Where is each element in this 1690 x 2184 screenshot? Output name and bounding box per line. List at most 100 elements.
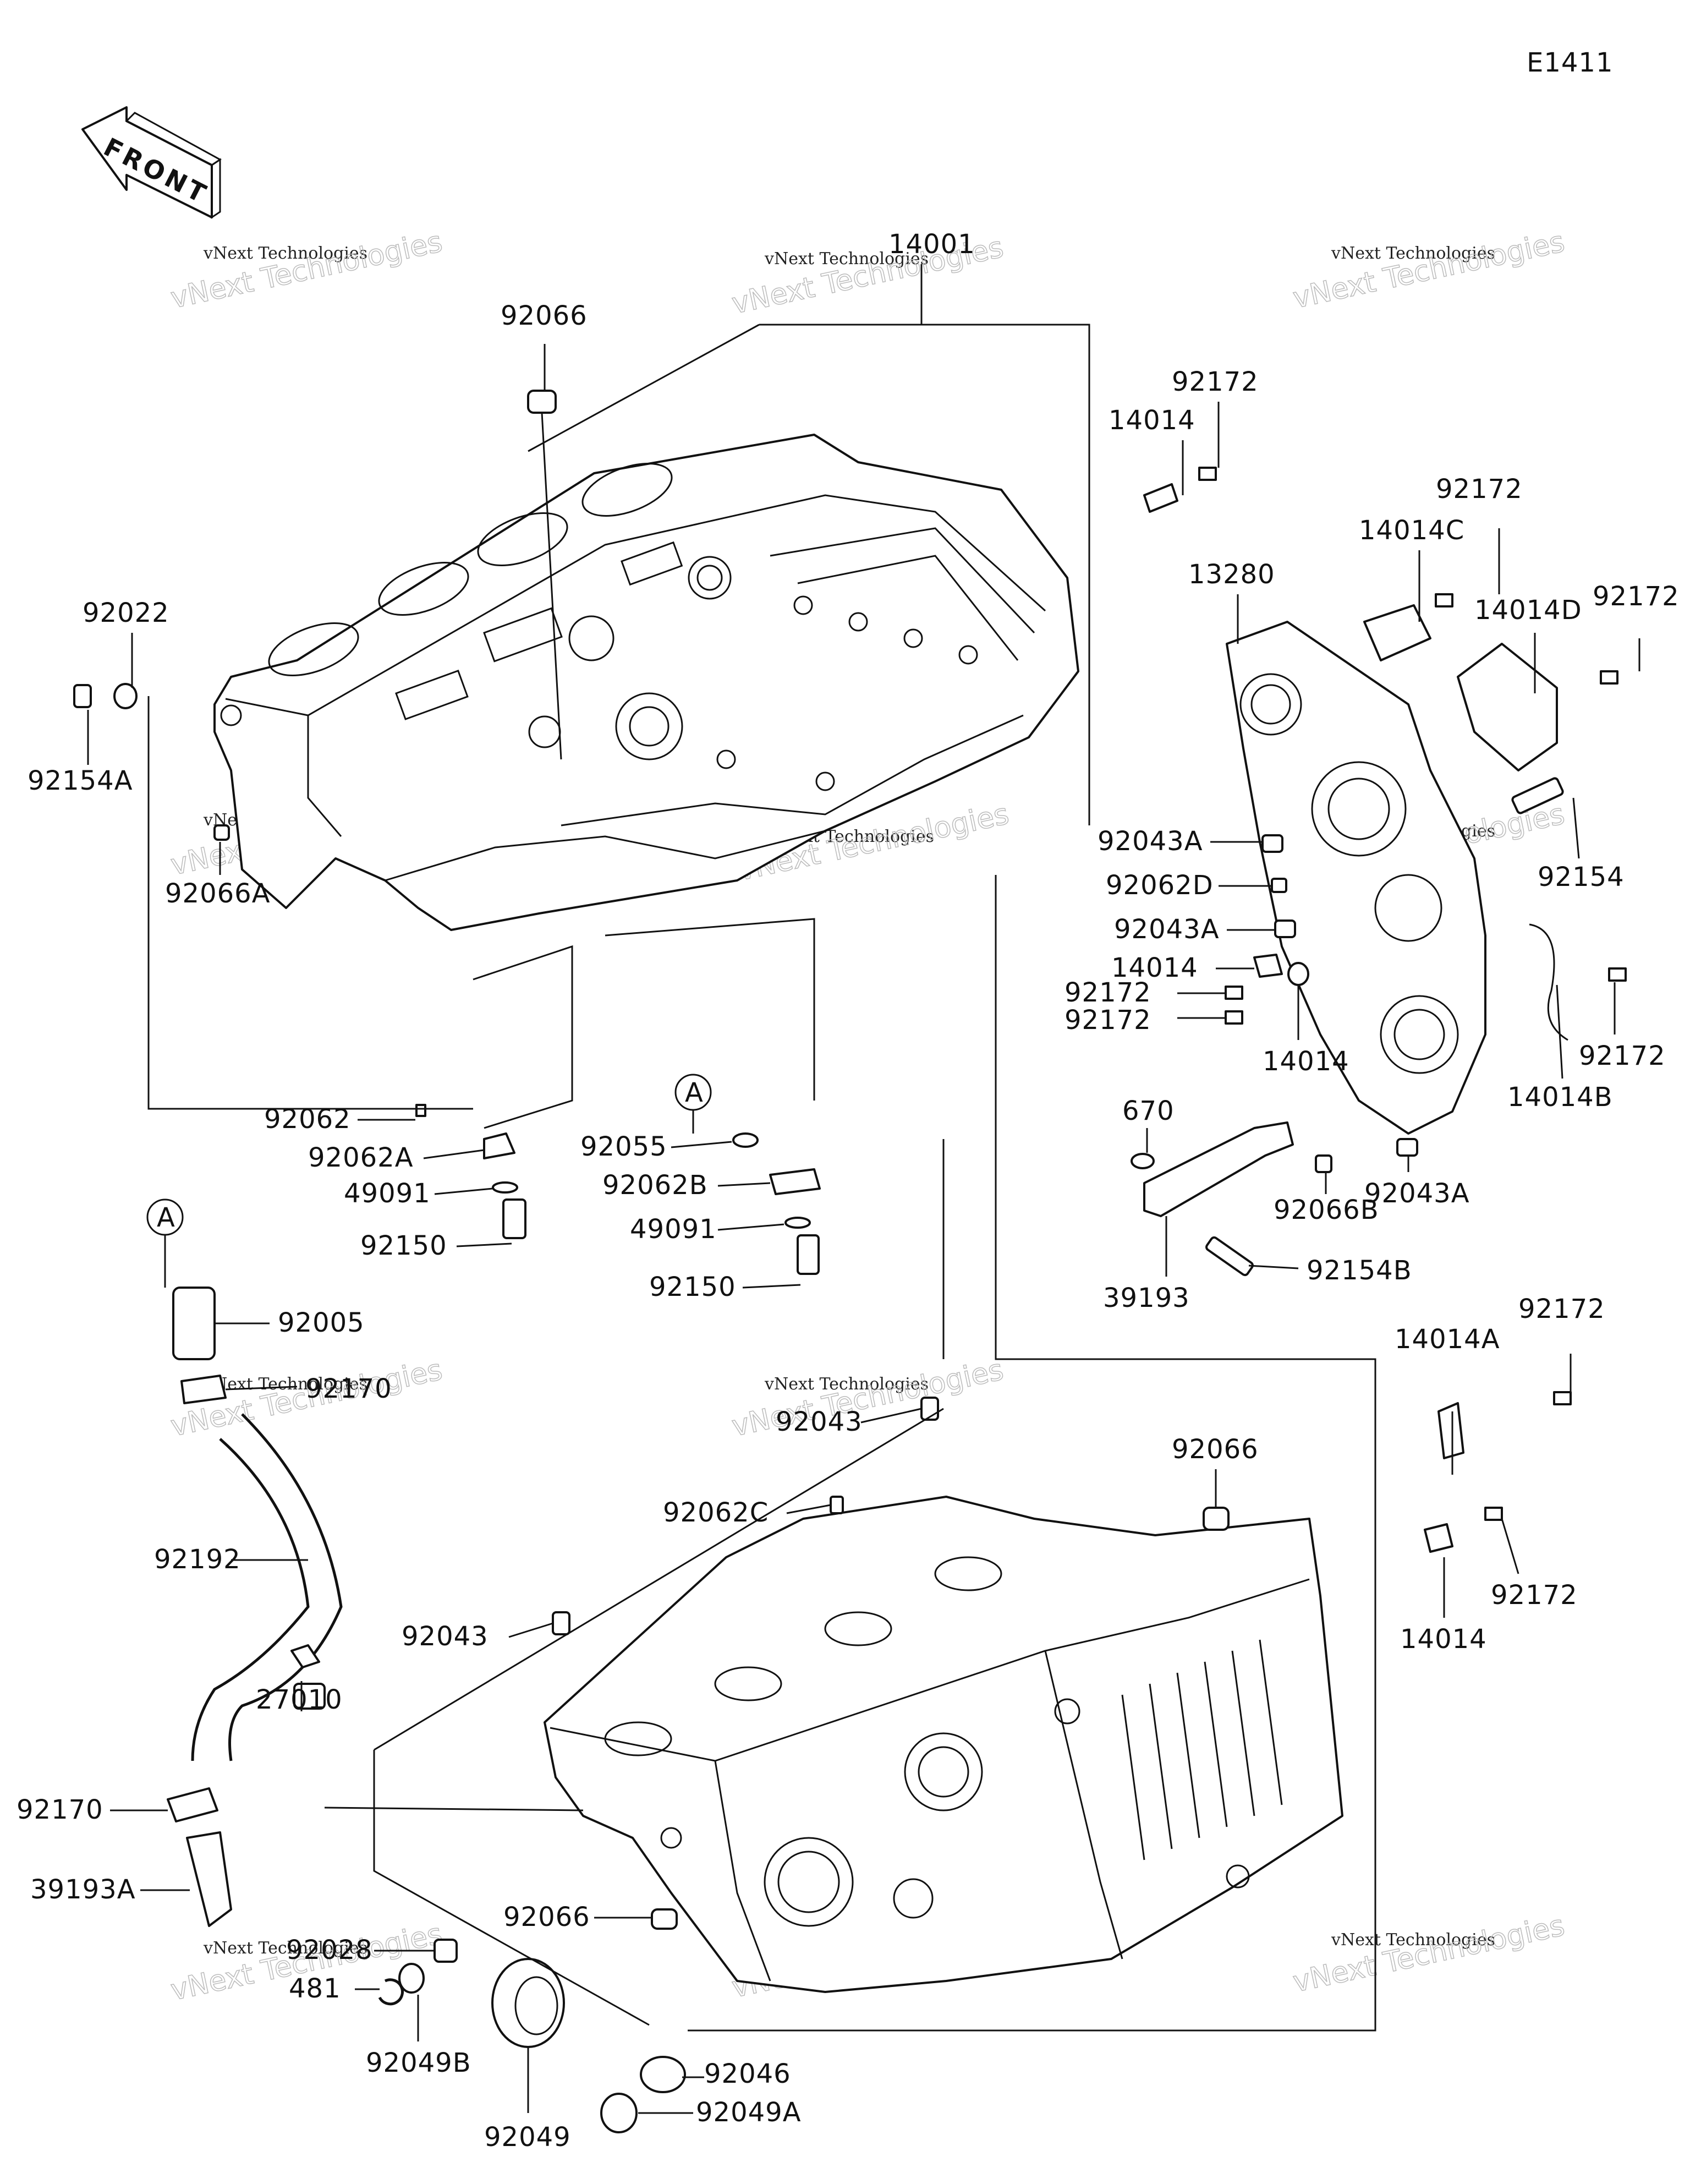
circlip-481 — [378, 1978, 404, 2006]
label-481: 481 — [289, 1973, 341, 2004]
seal-92049 — [491, 1958, 565, 2048]
label-92028: 92028 — [286, 1935, 373, 1966]
hose-92192 — [191, 1438, 310, 1761]
label-92062b: 92062B — [602, 1170, 708, 1201]
plate-14014-low — [1424, 1523, 1453, 1553]
screw-92172-low2 — [1484, 1507, 1503, 1521]
clamp-92170-b — [167, 1787, 218, 1822]
label-92049: 92049 — [484, 2122, 571, 2153]
label-92062d: 92062D — [1106, 870, 1214, 901]
bearing-92049B — [398, 1963, 425, 1994]
oil-pipe-group — [1131, 1121, 1332, 1277]
seal-92049A — [600, 2093, 638, 2133]
label-92172: 92172 — [1593, 581, 1680, 612]
plate-14014A — [1437, 1402, 1464, 1459]
jet-92062A — [483, 1132, 515, 1159]
ref-marker-a-hose-label: A — [157, 1202, 175, 1233]
label-92172: 92172 — [1065, 1005, 1151, 1036]
front-arrow-icon: FRONT — [81, 106, 222, 219]
oring-92055 — [732, 1132, 759, 1148]
label-92172: 92172 — [1065, 977, 1151, 1008]
ref-marker-group: A A — [146, 1074, 712, 1288]
bearing-92046 — [640, 2056, 686, 2093]
lower-small-parts — [290, 1391, 1572, 2133]
screw-92172-r — [1608, 967, 1627, 982]
lower-crankcase-drawing — [544, 1496, 1343, 1993]
screw-92172-m2 — [1225, 1010, 1243, 1025]
label-14014: 14014 — [1400, 1624, 1487, 1655]
label-92055: 92055 — [580, 1131, 667, 1162]
screw-92172-m1 — [1225, 986, 1243, 1000]
plug-92066B — [1315, 1154, 1332, 1173]
hose-group — [167, 1287, 343, 1927]
bolt-92154 — [1511, 777, 1564, 814]
bolt-92150-a — [502, 1198, 526, 1239]
label-92172: 92172 — [1518, 1294, 1605, 1324]
fitting-39193A — [186, 1831, 232, 1927]
label-92066: 92066 — [1172, 1434, 1259, 1465]
plug-92066-bot — [651, 1908, 678, 1930]
label-14014b: 14014B — [1507, 1082, 1613, 1113]
jet-92062B — [769, 1168, 821, 1195]
label-92043a: 92043A — [1098, 826, 1203, 857]
label-92062: 92062 — [264, 1104, 351, 1135]
watermark-text: vNext Technologies — [1290, 1909, 1567, 1999]
label-39193a: 39193A — [30, 1874, 136, 1905]
oring-670 — [1131, 1153, 1155, 1169]
pipe-92005 — [172, 1287, 216, 1360]
diagram-code: E1411 — [1527, 47, 1613, 78]
label-92046: 92046 — [704, 2059, 791, 2089]
label-92043a: 92043A — [1114, 914, 1220, 945]
plug-92062 — [415, 1104, 426, 1117]
label-27010: 27010 — [256, 1684, 343, 1715]
gasket-14014C — [1363, 604, 1431, 661]
label-92062c: 92062C — [663, 1497, 769, 1528]
watermark-text: vNext Technologies — [203, 244, 367, 263]
watermark-text: vNext Technologies — [1331, 244, 1495, 263]
pipe-39193 — [1143, 1121, 1294, 1217]
label-92066: 92066 — [501, 300, 588, 331]
sensor-27010 — [290, 1644, 320, 1668]
label-92022: 92022 — [83, 598, 169, 628]
dowel-92043A-1 — [1261, 834, 1283, 853]
label-14014a: 14014A — [1395, 1324, 1500, 1355]
group-frames — [147, 324, 1376, 2032]
label-92062a: 92062A — [308, 1142, 414, 1173]
collar-92028 — [434, 1939, 458, 1963]
upper-small-parts — [73, 390, 821, 1275]
bolt-92154B — [1205, 1236, 1254, 1277]
label-92043: 92043 — [402, 1621, 489, 1652]
watermark-text: vNext Technologies — [764, 249, 929, 269]
label-92043: 92043 — [776, 1406, 863, 1437]
watermark-text: vNext Technologies — [203, 1375, 367, 1394]
screw-92172-c — [1435, 593, 1453, 607]
bolt-92150-b — [797, 1234, 820, 1275]
watermark-text: vNext Technologies — [1331, 1930, 1495, 1950]
label-14001: 14001 — [888, 229, 975, 260]
label-92172: 92172 — [1579, 1041, 1666, 1071]
label-92172: 92172 — [1436, 474, 1523, 505]
label-14014: 14014 — [1111, 953, 1198, 983]
label-13280: 13280 — [1188, 559, 1275, 590]
label-670: 670 — [1122, 1096, 1175, 1126]
gasket-14014B — [1529, 923, 1568, 1041]
plug-92066-top — [527, 390, 557, 414]
label-49091: 49091 — [630, 1214, 717, 1245]
label-49091: 49091 — [344, 1178, 431, 1209]
cover-13280 — [1226, 621, 1486, 1135]
plug-92066A — [213, 824, 230, 841]
leader-lines — [87, 264, 1640, 2114]
label-92066a: 92066A — [165, 878, 271, 909]
dowel-92043A-2 — [1274, 919, 1296, 938]
label-92172: 92172 — [1172, 366, 1259, 397]
dowel-92043-mid — [552, 1611, 570, 1635]
label-92066b: 92066B — [1274, 1195, 1379, 1225]
watermark-text: vNext Technologies — [729, 1354, 1006, 1443]
oring-49091-a — [492, 1181, 518, 1194]
plug-92066-low — [1203, 1507, 1230, 1531]
washer-92022 — [113, 683, 138, 709]
label-92170: 92170 — [305, 1373, 392, 1404]
label-92043a: 92043A — [1364, 1178, 1470, 1209]
label-92150: 92150 — [360, 1230, 447, 1261]
